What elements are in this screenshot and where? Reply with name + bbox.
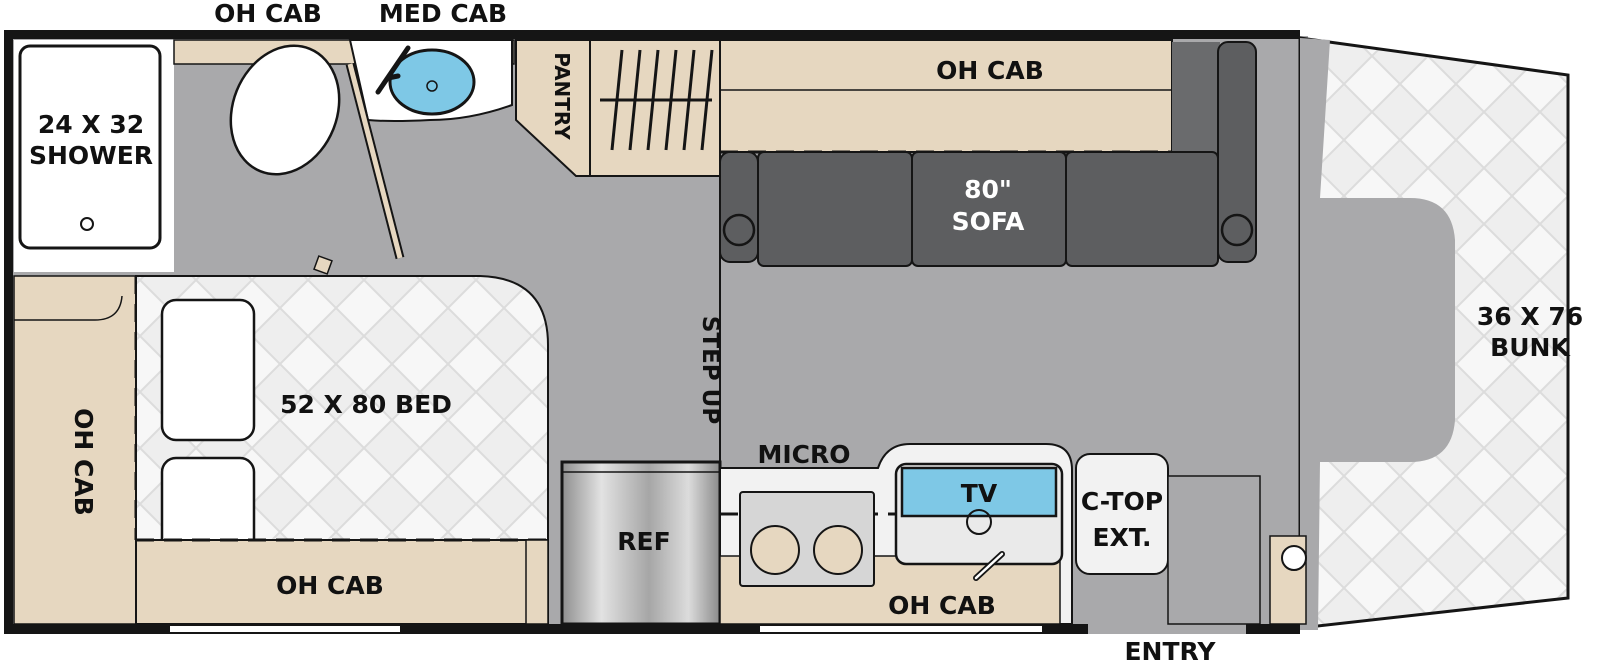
toilet-icon: [229, 44, 341, 176]
label-oh-cab-top: OH CAB: [214, 0, 322, 28]
entry-light-icon: [1281, 545, 1307, 571]
label-oh-cab-side: OH CAB: [69, 408, 98, 516]
label-oh-cab-bed: OH CAB: [276, 571, 384, 600]
wall-bottom: [4, 624, 1300, 634]
sofa-arm-right: [1217, 41, 1257, 263]
label-oh-cab-kitchen: OH CAB: [888, 591, 996, 620]
label-shower-size: 24 X 32: [38, 110, 144, 139]
front-aisle: [1300, 38, 1455, 630]
entry-step-area: [1167, 475, 1261, 625]
label-pantry: PANTRY: [550, 52, 574, 140]
window-bed: [170, 626, 400, 632]
wall-left: [4, 30, 13, 634]
label-bunk-size: 36 X 76: [1477, 302, 1583, 331]
label-step-up: STEP UP: [697, 316, 723, 424]
nightstand-arc: [14, 295, 123, 321]
burner-left-icon: [750, 525, 800, 575]
bedroom-side-cabinet: [13, 275, 137, 625]
label-bed: 52 X 80 BED: [280, 390, 452, 419]
label-ctop: C-TOP: [1081, 487, 1163, 516]
bath-wall-stub: [313, 255, 333, 275]
label-oh-cab-sofa: OH CAB: [936, 56, 1044, 85]
label-sofa-size: 80": [964, 175, 1012, 204]
kitchen-faucet-inner: [974, 552, 1004, 580]
bath-door-inner: [347, 63, 403, 259]
sofa-cushion-3: [1065, 151, 1219, 267]
sink-drain-icon: [426, 80, 438, 92]
wardrobe: [589, 39, 721, 177]
label-shower: SHOWER: [29, 141, 153, 170]
label-ctop-ext: EXT.: [1092, 523, 1151, 552]
label-bunk: BUNK: [1490, 333, 1571, 362]
wardrobe-rod-icon: [600, 49, 714, 151]
pantry-cabinet: [515, 39, 591, 177]
window-kitchen: [760, 626, 1042, 632]
cupholder-left-icon: [722, 213, 756, 247]
pillow-1: [160, 298, 256, 442]
tv-screen: [900, 466, 1058, 518]
sofa-cushion-1: [757, 151, 913, 267]
label-micro: MICRO: [757, 440, 850, 469]
label-tv: TV: [961, 479, 998, 508]
label-ref: REF: [617, 527, 670, 556]
burner-right-icon: [813, 525, 863, 575]
label-entry: ENTRY: [1124, 637, 1216, 666]
sofa-oh-cab: [719, 39, 1173, 153]
cupholder-right-icon: [1220, 213, 1254, 247]
shower-drain-icon: [80, 217, 94, 231]
label-sofa: SOFA: [952, 207, 1025, 236]
entry-door-gap: [1088, 624, 1246, 634]
label-med-cab: MED CAB: [379, 0, 507, 28]
kitchen-drain-icon: [966, 509, 992, 535]
bed-oh-cab: [135, 539, 549, 625]
bed-oh-cab-end: [525, 539, 549, 625]
sink-basin-icon: [388, 48, 476, 116]
shower-pan: [18, 44, 162, 250]
refrigerator: [560, 460, 722, 626]
faucet-icon: [375, 45, 411, 95]
wall-top: [4, 30, 1300, 39]
